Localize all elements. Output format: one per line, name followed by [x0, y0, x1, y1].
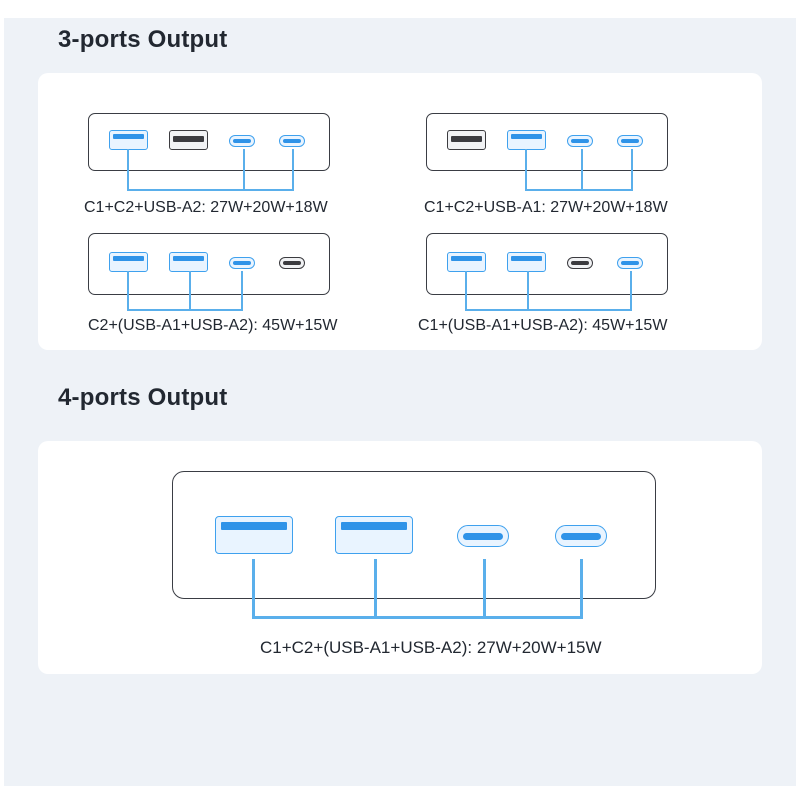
connector-line [241, 271, 243, 311]
connector-line [127, 271, 129, 311]
connector-bus [127, 309, 243, 311]
charger-body [172, 471, 656, 599]
connector-line [630, 271, 632, 311]
usb-c2-port-icon [555, 525, 607, 547]
config-caption: C1+C2+(USB-A1+USB-A2): 27W+20W+15W [260, 638, 602, 657]
usb-a2-port-icon [169, 130, 208, 150]
usb-c2-port-icon [617, 135, 643, 147]
connector-line [580, 559, 583, 619]
connector-line [374, 559, 377, 619]
usb-c1-port-icon [617, 257, 643, 269]
usb-c1-port-icon [457, 525, 509, 547]
usb-a1-port-icon [447, 252, 486, 272]
usb-a2-port-icon [335, 516, 413, 554]
connector-line [631, 149, 633, 191]
usb-a2-port-icon [507, 252, 546, 272]
connector-line [127, 149, 129, 191]
usb-a1-port-icon [109, 130, 148, 150]
three-ports-title: 3-ports Output [58, 26, 228, 53]
usb-c2-port-icon [279, 135, 305, 147]
connector-line [525, 149, 527, 191]
connector-line [581, 149, 583, 191]
config-caption: C1+(USB-A1+USB-A2): 45W+15W [418, 317, 668, 334]
connector-bus [465, 309, 632, 311]
usb-a2-port-icon [169, 252, 208, 272]
connector-bus [525, 189, 633, 191]
page-right-border [796, 0, 800, 800]
usb-c1-port-icon [229, 135, 255, 147]
connector-line [527, 271, 529, 311]
config-caption: C1+C2+USB-A2: 27W+20W+18W [84, 199, 328, 216]
connector-line [483, 559, 486, 619]
connector-line [189, 271, 191, 311]
connector-line [292, 149, 294, 191]
four-ports-panel: C1+C2+(USB-A1+USB-A2): 27W+20W+15W [38, 441, 762, 674]
connector-bus [252, 616, 583, 619]
usb-c2-port-icon [279, 257, 305, 269]
connector-line [465, 271, 467, 311]
usb-a1-port-icon [109, 252, 148, 272]
charger-body [88, 233, 330, 295]
usb-c1-port-icon [229, 257, 255, 269]
page-top-border [0, 0, 800, 18]
usb-c1-port-icon [567, 135, 593, 147]
usb-c2-port-icon [567, 257, 593, 269]
four-ports-title: 4-ports Output [58, 384, 228, 411]
three-ports-panel: C1+C2+USB-A2: 27W+20W+18W C1+C2+USB-A1: … [38, 73, 762, 350]
connector-bus [127, 189, 294, 191]
usb-a2-port-icon [447, 130, 486, 150]
connector-line [252, 559, 255, 619]
config-caption: C1+C2+USB-A1: 27W+20W+18W [424, 199, 668, 216]
usb-a1-port-icon [215, 516, 293, 554]
page-bottom-border [0, 786, 800, 800]
charger-body [426, 113, 668, 171]
page-left-border [0, 0, 4, 800]
config-caption: C2+(USB-A1+USB-A2): 45W+15W [88, 317, 338, 334]
connector-line [243, 149, 245, 191]
usb-a1-port-icon [507, 130, 546, 150]
